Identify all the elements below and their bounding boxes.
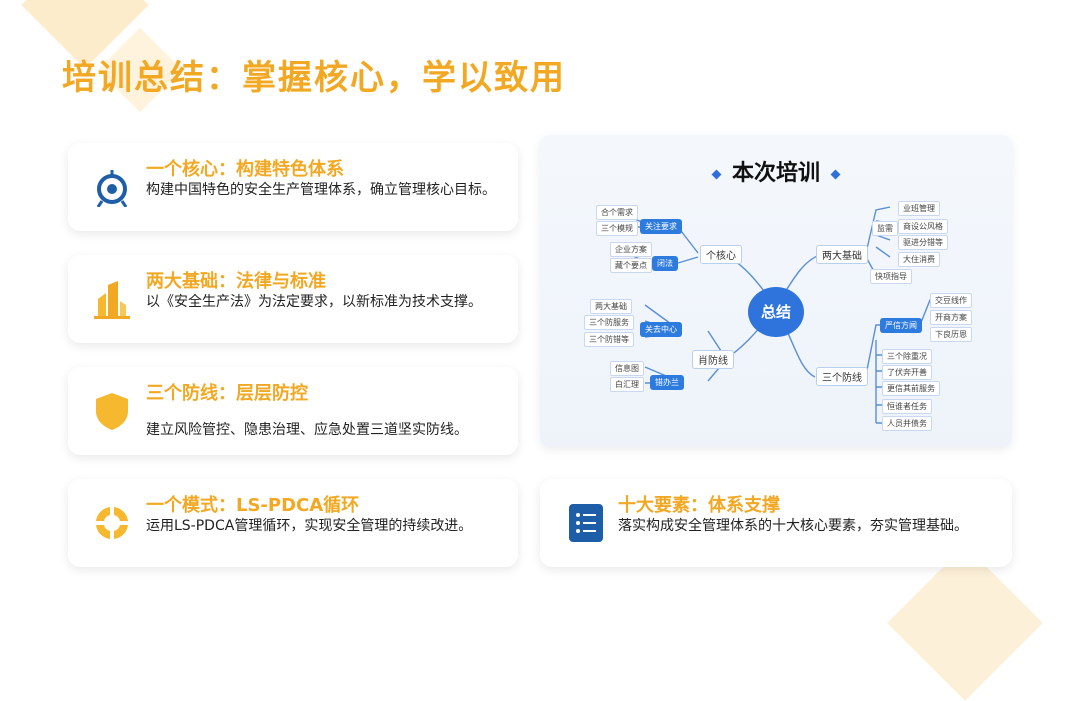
card-heading: 十大要素：体系支撑	[618, 495, 780, 516]
list-icon	[566, 503, 606, 543]
card-description: 以《安全生产法》为法定要求，以新标准为技术支撑。	[146, 294, 482, 310]
mindmap-branch: 肖防线	[692, 350, 734, 369]
card-description: 建立风险管控、隐患治理、应急处置三道坚实防线。	[146, 422, 468, 438]
mindmap-leaf: 业班管理	[898, 201, 940, 216]
decor-diamond	[887, 545, 1043, 701]
mindmap-branch: 两大基础	[816, 245, 868, 264]
summary-card-base: 两大基础：法律与标准 以《安全生产法》为法定要求，以新标准为技术支撑。	[68, 255, 518, 343]
mindmap-leaf: 开商方案	[930, 310, 972, 325]
summary-card-defense: 三个防线：层层防控 建立风险管控、隐患治理、应急处置三道坚实防线。	[68, 367, 518, 455]
mindmap-sub-node: 关注要求	[640, 219, 682, 234]
card-description: 运用LS-PDCA管理循环，实现安全管理的持续改进。	[146, 518, 473, 534]
mindmap-leaf: 藏个要点	[610, 258, 652, 273]
mindmap-leaf: 三个除重况	[882, 349, 932, 364]
mindmap-leaf: 两大基础	[590, 299, 632, 314]
building-icon	[92, 279, 132, 319]
mindmap-leaf: 大住消费	[898, 252, 940, 267]
shield-icon	[92, 391, 132, 431]
card-heading: 一个模式：LS-PDCA循环	[146, 495, 360, 516]
mindmap-leaf: 三个模规	[596, 221, 638, 236]
mindmap-leaf: 交豆线作	[930, 293, 972, 308]
mindmap-leaf: 三个防服务	[584, 315, 634, 330]
mindmap-leaf: 白汇理	[610, 377, 644, 392]
mindmap-leaf: 合个需求	[596, 205, 638, 220]
mindmap-leaf: 人员并债务	[882, 416, 932, 431]
mindmap-leaf: 更信其前服务	[882, 381, 940, 396]
cycle-icon	[92, 503, 132, 543]
mindmap-leaf: 恒谁者任务	[882, 399, 932, 414]
mindmap-leaf: 商设公风格	[898, 219, 948, 234]
card-heading: 一个核心：构建特色体系	[146, 159, 344, 180]
mindmap-leaf: 下良历恩	[930, 327, 972, 342]
mindmap-center-node: 总结	[748, 287, 804, 337]
card-heading: 两大基础：法律与标准	[146, 271, 326, 292]
mindmap-sub-node: 关去中心	[640, 322, 682, 337]
summary-card-core: 一个核心：构建特色体系 构建中国特色的安全生产管理体系，确立管理核心目标。	[68, 143, 518, 231]
mindmap-leaf: 了伏奔开善	[882, 365, 932, 380]
mindmap-sub-node: 严信方闻	[880, 318, 922, 333]
target-icon	[92, 167, 132, 208]
mindmap-leaf: 企业方案	[610, 242, 652, 257]
summary-card-model: 一个模式：LS-PDCA循环 运用LS-PDCA管理循环，实现安全管理的持续改进…	[68, 479, 518, 567]
card-heading: 三个防线：层层防控	[146, 383, 308, 404]
mindmap-image: 本次培训 总结 个核心 两大基础 肖防线 三个防线 关注要求 闭法 合个需求 三…	[540, 135, 1012, 447]
mindmap-leaf: 三个防错等	[584, 332, 634, 347]
mindmap-leaf: 信息图	[610, 361, 644, 376]
mindmap-sub-node: 错办兰	[650, 375, 684, 390]
mindmap-sub-node: 闭法	[652, 256, 678, 271]
card-description: 落实构成安全管理体系的十大核心要素，夯实管理基础。	[618, 518, 968, 534]
mindmap-branch: 三个防线	[816, 367, 868, 386]
mindmap-leaf: 驱进分错等	[898, 235, 948, 250]
mindmap-leaf: 监需	[872, 221, 898, 236]
summary-card-elements: 十大要素：体系支撑 落实构成安全管理体系的十大核心要素，夯实管理基础。	[540, 479, 1012, 567]
card-description: 构建中国特色的安全生产管理体系，确立管理核心目标。	[146, 182, 496, 198]
mindmap-branch: 个核心	[700, 245, 742, 264]
mindmap-leaf: 快项指导	[870, 269, 912, 284]
page-title: 培训总结：掌握核心，学以致用	[62, 58, 566, 98]
mindmap-title: 本次培训	[540, 155, 1012, 187]
